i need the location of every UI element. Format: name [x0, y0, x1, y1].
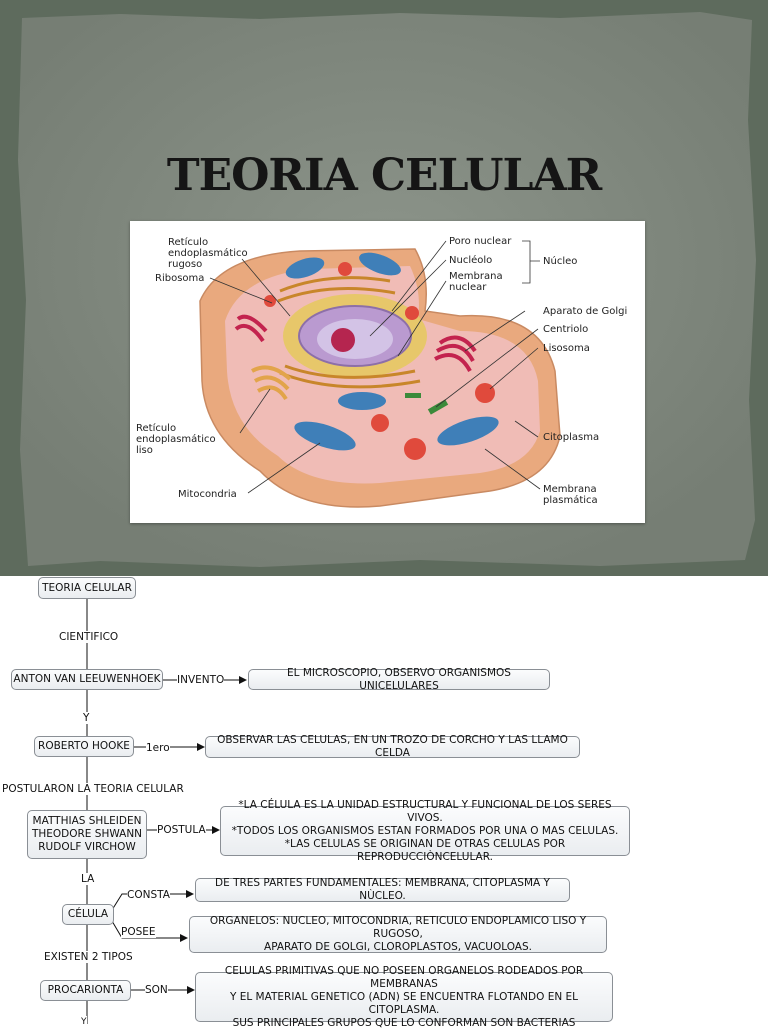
node-procarionta: PROCARIONTA [40, 980, 131, 1001]
node-partes: DE TRES PARTES FUNDAMENTALES: MEMBRANA, … [195, 877, 570, 902]
label-lisosoma: Lisosoma [543, 343, 590, 354]
concept-map: TEORIA CELULAR CIENTIFICO ANTON VAN LEEU… [0, 576, 768, 1029]
node-anton-van-leeuwenhoek: ANTON VAN LEEUWENHOEK [11, 669, 163, 690]
node-celula: CÉLULA [62, 904, 114, 925]
label-membrana-plasmatica-1: Membrana [543, 484, 597, 495]
node-observar-celulas: OBSERVAR LAS CELULAS, EN UN TROZO DE COR… [205, 734, 580, 759]
slide-title: TEORIA CELULAR [166, 150, 602, 201]
node-teoria-celular: TEORIA CELULAR [38, 577, 136, 599]
node-celulas-primitivas: CELULAS PRIMITIVAS QUE NO POSEEN ORGANEL… [195, 965, 613, 1029]
node-roberto-hooke: ROBERTO HOOKE [34, 736, 134, 757]
label-membrana-nuclear-2: nuclear [449, 282, 487, 293]
node-microscopio: EL MICROSCOPIO, OBSERVO ORGANISMOS UNICE… [248, 667, 550, 692]
label-reticulo-liso-2: endoplasmático [136, 433, 216, 445]
label-membrana-plasmatica-2: plasmática [543, 494, 598, 506]
link-postularon: POSTULARON LA TEORIA CELULAR [2, 783, 184, 795]
label-nucleo: Núcleo [543, 255, 577, 267]
link-consta: CONSTA [127, 889, 170, 901]
link-cientifico: CIENTIFICO [59, 631, 119, 643]
link-la: LA [81, 873, 95, 885]
label-membrana-nuclear-1: Membrana [449, 271, 503, 282]
slide: TEORIA CELULAR [0, 0, 768, 576]
label-mitocondria: Mitocondria [178, 489, 237, 500]
label-citoplasma: Citoplasma [543, 432, 599, 443]
node-postulados: *LA CÉLULA ES LA UNIDAD ESTRUCTURAL Y FU… [220, 799, 630, 863]
node-cientificos: MATTHIAS SHLEIDEN THEODORE SHWANN RUDOLF… [27, 810, 147, 859]
label-reticulo-liso-3: liso [136, 445, 153, 456]
link-existen-2-tipos: EXISTEN 2 TIPOS [44, 951, 133, 963]
label-reticulo-liso-1: Retículo [136, 422, 176, 434]
label-ribosoma: Ribosoma [155, 273, 204, 284]
label-nucleolo: Nucléolo [449, 254, 492, 266]
link-posee: POSEE [121, 926, 156, 938]
label-reticulo-rugoso-1: Retículo [168, 236, 208, 248]
node-organelos: ORGANELOS: NUCLEO, MITOCONDRIA, RETICULO… [189, 915, 607, 953]
link-y-2: Y [81, 1016, 87, 1028]
label-reticulo-rugoso-2: endoplasmático [168, 247, 248, 259]
link-invento: INVENTO [177, 674, 225, 686]
link-postula: POSTULA [157, 824, 206, 836]
label-centriolo: Centriolo [543, 324, 588, 335]
label-aparato-golgi: Aparato de Golgi [543, 306, 627, 317]
link-son: SON [145, 984, 168, 996]
link-y-1: Y [83, 712, 90, 724]
link-1ero: 1ero [146, 742, 170, 754]
label-reticulo-rugoso-3: rugoso [168, 259, 202, 270]
label-poro-nuclear: Poro nuclear [449, 236, 512, 247]
